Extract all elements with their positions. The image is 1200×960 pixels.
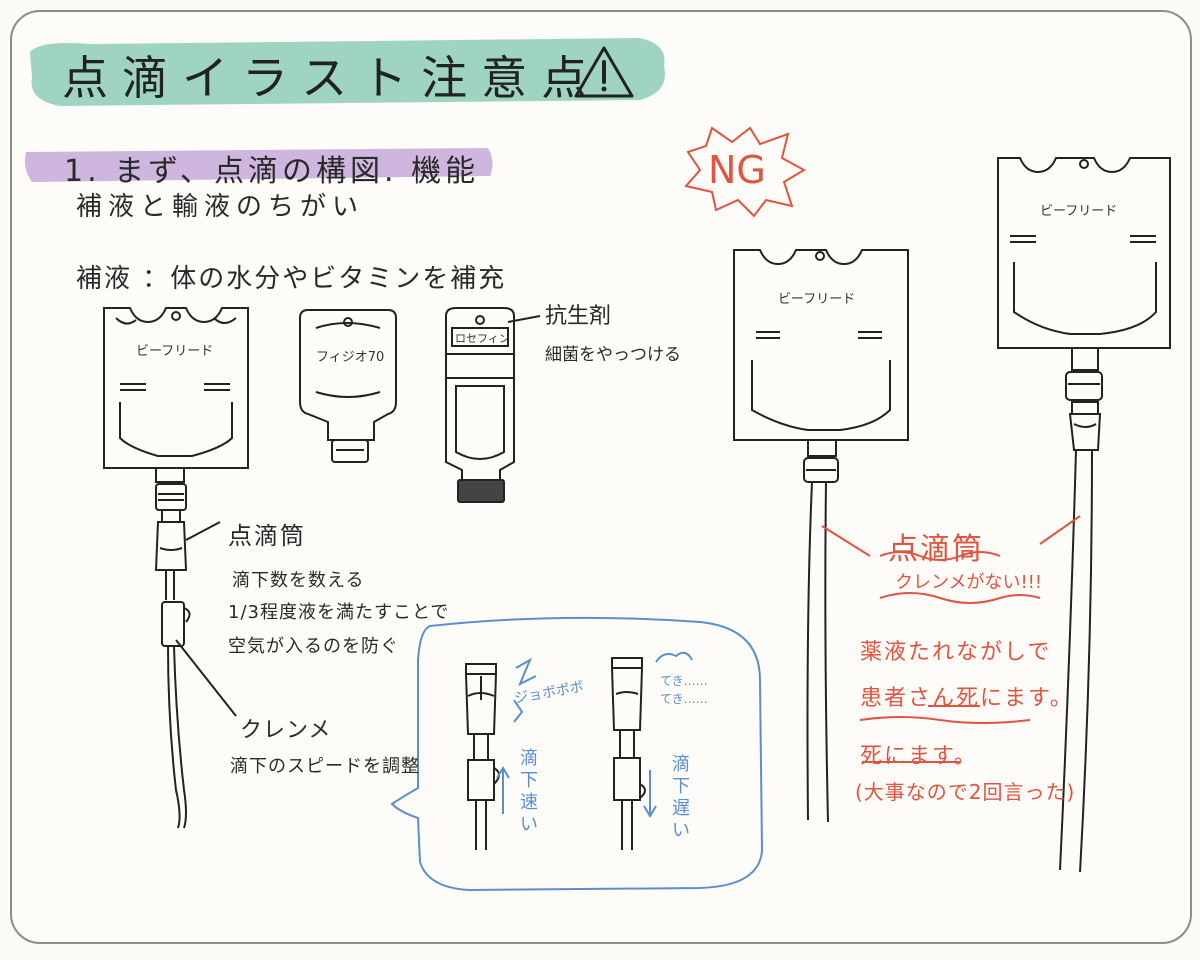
antibiotic-desc: 細菌をやっつける: [545, 345, 681, 365]
drip-chamber-line3: 空気が入るのを防ぐ: [228, 636, 399, 657]
title-highlight: [30, 38, 665, 106]
drip-chamber-label: 点滴筒: [228, 522, 306, 550]
ng-callout-lines: [821, 515, 1081, 763]
drip-chamber-line2: 1/3程度液を満たすことで: [228, 602, 450, 623]
bag3-label: ロセフィン: [455, 332, 510, 345]
ng-line4: (大事なので2回言った): [855, 780, 1076, 804]
slow-sound: てき…… てき……: [660, 674, 708, 706]
ng-badge: NG: [708, 148, 766, 192]
warning-icon: [574, 46, 634, 98]
section-heading: 1. まず、点滴の構図. 機能: [64, 154, 480, 189]
section-highlight: [24, 148, 493, 182]
speech-bubble: [390, 616, 764, 892]
hoeki-definition: 補液 ：体の水分やビタミンを補充: [76, 264, 507, 294]
clamp-label: クレンメ: [240, 718, 332, 743]
bag2-label: フィジオ70: [316, 350, 385, 365]
ng-drip-chamber: 点滴筒: [888, 532, 984, 567]
bag-physio70: [299, 309, 397, 463]
ng-line1: 薬液たれながしで: [860, 640, 1052, 665]
ng-bag-2: [997, 157, 1171, 873]
ng-line3: 死にます。: [860, 744, 978, 769]
slow-drip-illustration: [610, 657, 646, 850]
ng-burst: [684, 126, 807, 218]
slow-label: 滴下 遅い: [672, 754, 690, 841]
fast-drip-illustration: [464, 663, 500, 850]
drip-chamber-line1: 滴下数を数える: [232, 570, 365, 591]
bag-bifreed-main: [103, 307, 249, 829]
page-title: 点滴イラスト注意点: [62, 51, 602, 105]
bag1-label: ビーフリード: [136, 344, 214, 359]
bubble-arrows: [496, 651, 693, 818]
fast-label: 滴下 速い: [520, 748, 538, 835]
ng-line2: 患者さん死にます。: [860, 686, 1074, 711]
ng-bag-1: [733, 249, 909, 823]
clamp-desc: 滴下のスピードを調整: [230, 756, 420, 777]
ng-bag1-label: ビーフリード: [778, 292, 856, 307]
antibiotic-title: 抗生剤: [545, 304, 612, 329]
bag-rocephin: [445, 307, 541, 503]
section-subheading: 補液と輸液のちがい: [76, 192, 365, 222]
ng-bag2-label: ビーフリード: [1040, 204, 1118, 219]
ng-no-clamp: クレンメがない!!!: [895, 572, 1043, 593]
